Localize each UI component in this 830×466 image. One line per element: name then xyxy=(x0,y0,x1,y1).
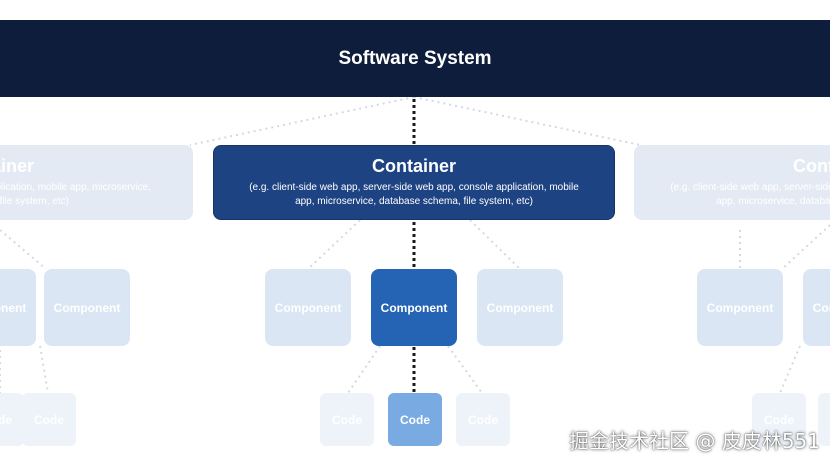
connector-line xyxy=(469,219,521,270)
container-box-center[interactable]: Container (e.g. client-side web app, ser… xyxy=(213,145,615,220)
software-system-label: Software System xyxy=(338,47,492,69)
component-box[interactable]: Component xyxy=(0,269,36,346)
component-box[interactable]: Component xyxy=(697,269,783,346)
connector-line xyxy=(0,229,47,270)
container-box-left[interactable]: Container (e.g. client-side web app, con… xyxy=(0,145,193,220)
container-title: Container xyxy=(792,156,830,176)
code-box[interactable]: Code xyxy=(22,393,76,446)
connector-line xyxy=(39,345,49,394)
container-box-right[interactable]: Container (e.g. client-side web app, ser… xyxy=(634,145,830,220)
connector-line xyxy=(307,219,361,270)
connector-line xyxy=(779,345,801,394)
component-label: Component xyxy=(812,300,830,315)
connector-line xyxy=(781,224,830,270)
code-box[interactable]: Code xyxy=(752,393,806,446)
component-box[interactable]: Component xyxy=(265,269,351,346)
code-label: Code xyxy=(400,412,430,427)
code-label: Code xyxy=(468,412,498,427)
software-system-box[interactable]: Software System xyxy=(0,20,830,97)
code-label: Code xyxy=(0,412,12,427)
code-label: Code xyxy=(764,412,794,427)
code-box[interactable]: Code xyxy=(0,393,24,446)
connector-line xyxy=(447,345,483,394)
code-label: Code xyxy=(34,412,64,427)
container-description: (e.g. client-side web app, server-side w… xyxy=(249,182,579,207)
connector-line xyxy=(413,96,641,146)
component-label: Component xyxy=(0,300,27,315)
code-box[interactable]: Code xyxy=(456,393,510,446)
component-label: Component xyxy=(380,300,448,315)
component-label: Component xyxy=(274,300,342,315)
container-description: (e.g. client-side web app, console appli… xyxy=(0,182,151,207)
component-box[interactable]: Component xyxy=(803,269,830,346)
component-label: Component xyxy=(486,300,554,315)
code-box[interactable]: Code xyxy=(320,393,374,446)
component-box[interactable]: Component xyxy=(477,269,563,346)
component-box[interactable]: Component xyxy=(44,269,130,346)
code-box-active[interactable]: Code xyxy=(388,393,442,446)
code-box[interactable]: Code xyxy=(818,393,830,446)
code-label: Code xyxy=(332,412,362,427)
watermark: 掘金技术社区 @ 皮皮林551 xyxy=(569,429,820,453)
component-label: Component xyxy=(706,300,774,315)
connector-line xyxy=(189,96,415,146)
connector-line xyxy=(347,345,381,394)
component-box-active[interactable]: Component xyxy=(371,269,457,346)
container-title: Container xyxy=(371,156,456,176)
container-title: Container xyxy=(0,156,34,176)
component-label: Component xyxy=(53,300,121,315)
container-description: (e.g. client-side web app, server-side w… xyxy=(670,182,830,207)
